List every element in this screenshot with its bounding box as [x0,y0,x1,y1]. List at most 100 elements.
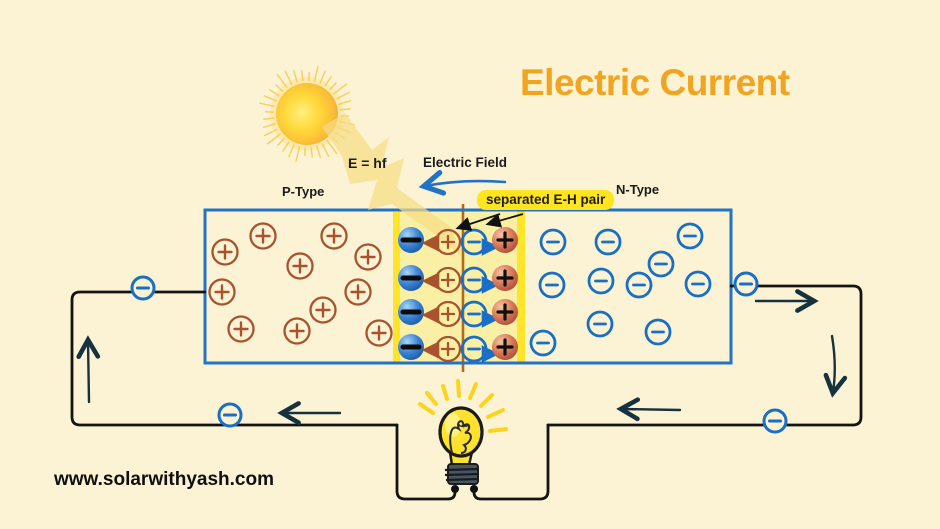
electron-circle [625,271,653,299]
hole-circle [354,243,382,271]
electron-circle [538,271,566,299]
plus-glyph [360,249,376,265]
plus-glyph [440,272,456,288]
electron-minus-symbol [594,228,622,256]
wire-electron-symbol [130,275,156,301]
sun-ray [276,73,288,89]
sunlight-beam-icon [322,113,462,257]
electron-minus-symbol [676,222,704,250]
sun-icon [259,66,355,162]
wire-electron-symbol [733,271,759,297]
electron-minus-symbol [647,250,675,278]
sun-ray [321,143,330,158]
energy-formula-label: E = hf [348,155,387,171]
electron-minus-symbol [684,270,712,298]
hole-outline-circle [434,266,462,294]
sun-core [276,83,338,145]
plus-glyph [326,228,342,244]
p-region-holes [208,222,393,347]
sun-ray [310,146,314,158]
sun-ray [268,88,280,97]
hole-plus-symbol [354,243,382,271]
hole-circle [249,222,277,250]
plus-glyph [440,234,456,250]
hole-plus-symbol [320,222,348,250]
bulb-filament [449,420,472,454]
sun-ray [326,139,338,155]
electron-minus-symbol [644,318,672,346]
electron-circle [676,222,704,250]
plus-glyph [440,341,456,357]
bulb-filament-curl [458,423,469,428]
separated-eh-pair-row [398,265,518,294]
flow-arrow-left-bottomright [616,397,682,422]
sun-ray [338,99,352,106]
plus-glyph [214,284,230,300]
sun-ray [281,141,290,153]
sun-ray [284,70,293,85]
electron-circle [644,318,672,346]
sun-ray [259,102,276,108]
plus-glyph [315,302,331,318]
sun-ray [275,84,284,93]
wire-electron-symbol [762,408,788,434]
plus-glyph [371,325,387,341]
electron-circle [529,329,557,357]
hole-circle [208,278,236,306]
bulb-terminal-left [451,485,459,493]
flow-arrow-up-left [76,335,101,404]
website-label: www.solarwithyash.com [54,469,274,490]
electron-circle [684,270,712,298]
electron-minus-symbol [587,267,615,295]
electron-circle [539,228,567,256]
hole-plus-symbol [227,315,255,343]
wire-to-bulb-left [395,423,457,501]
electron-minus-symbol [586,310,614,338]
wire-left-loop [70,290,399,427]
junction-bar-right [517,207,525,362]
bulb-terminal-right [470,485,478,493]
electron-minus-symbol [625,271,653,299]
sun-ray [336,91,351,100]
sun-ray [339,107,351,111]
bulb-glass [438,406,484,458]
hole-plus-symbol [208,278,236,306]
sun-ray [315,145,322,159]
electron-circle [647,250,675,278]
sun-ray [287,144,295,158]
wire-right-loop [546,284,863,427]
circuit-wires [70,284,863,501]
hole-circle [365,319,393,347]
sun-ray [292,69,299,83]
n-region-electrons [529,222,712,357]
sun-ray [328,82,337,91]
n-type-label: N-Type [616,182,660,197]
electric-field-arrow [418,170,507,196]
p-type-label: P-Type [282,184,325,199]
sun-ray [263,128,278,137]
plus-glyph [289,323,305,339]
hole-plus-symbol [211,238,239,266]
bulb-base-threads [444,467,480,482]
sun-ray [263,117,275,121]
separated-eh-pair-row [398,227,518,256]
hole-plus-symbol [344,278,372,306]
hole-circle [286,252,314,280]
sun-ray [266,133,282,145]
light-bulb-icon [418,379,508,493]
sun-ray [332,83,348,95]
electron-circle [587,267,615,295]
bulb-rays [418,379,508,433]
electron-minus-symbol [529,329,557,357]
sun-ray [262,122,276,129]
plus-glyph [496,338,514,356]
sun-ray [319,70,327,84]
plus-glyph [255,228,271,244]
wire-to-bulb-right [472,423,550,501]
plus-glyph [292,258,308,274]
sun-ray [277,137,286,146]
wire-electron-symbols [130,271,788,434]
page-title: Electric Current [520,62,790,103]
